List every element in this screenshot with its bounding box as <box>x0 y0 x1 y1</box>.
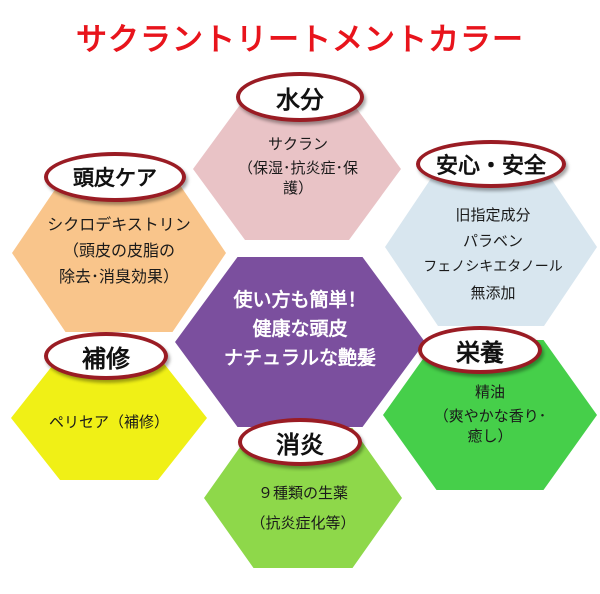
label-anti-inflammation: 消炎 <box>238 418 362 466</box>
nutrition-line: 癒し） <box>467 427 513 445</box>
nutrition-content: 精油 （爽やかな香り･ 癒し） <box>402 380 578 448</box>
anti-inflammation-line: （抗炎症化等） <box>250 514 356 532</box>
scalp-care-line: 除去･消臭効果） <box>58 267 179 286</box>
center-message: 使い方も簡単！ 健康な頭皮 ナチュラルな艶髪 <box>175 286 425 373</box>
center-line: ナチュラルな艶髪 <box>223 347 376 369</box>
nutrition-line: （爽やかな香り･ <box>433 407 547 425</box>
scalp-care-content: シクロデキストリン （頭皮の皮脂の 除去･消臭効果） <box>24 212 214 290</box>
label-safety: 安心・安全 <box>416 140 566 188</box>
anti-inflammation-line: ９種類の生薬 <box>257 484 348 502</box>
moisture-line: 護） <box>282 179 313 197</box>
scalp-care-line: （頭皮の皮脂の <box>62 241 175 260</box>
safety-line: パラベン <box>462 232 523 250</box>
repair-line: ペリセア（補修） <box>48 413 169 431</box>
moisture-line: サクラン <box>267 135 328 153</box>
label-moisture: 水分 <box>236 72 364 122</box>
safety-line: 旧指定成分 <box>455 206 531 224</box>
safety-content: 旧指定成分 パラベン フェノシキエタノール 無添加 <box>398 202 588 306</box>
diagram-title: サクラントリートメントカラー <box>76 22 524 58</box>
label-scalp-care: 頭皮ケア <box>44 152 186 202</box>
center-line: 使い方も簡単！ <box>233 289 367 311</box>
anti-inflammation-content: ９種類の生薬 （抗炎症化等） <box>216 478 390 538</box>
label-nutrition: 栄養 <box>418 326 542 374</box>
moisture-line: （保湿･抗炎症･保 <box>237 159 358 177</box>
safety-line: フェノシキエタノール <box>423 259 563 275</box>
moisture-content: サクラン （保湿･抗炎症･保 護） <box>210 132 386 200</box>
center-line: 健康な頭皮 <box>252 318 348 340</box>
repair-content: ペリセア（補修） <box>20 410 198 434</box>
safety-line: 無添加 <box>470 284 516 302</box>
scalp-care-line: シクロデキストリン <box>47 215 191 234</box>
nutrition-line: 精油 <box>474 383 505 401</box>
label-repair: 補修 <box>44 332 168 380</box>
